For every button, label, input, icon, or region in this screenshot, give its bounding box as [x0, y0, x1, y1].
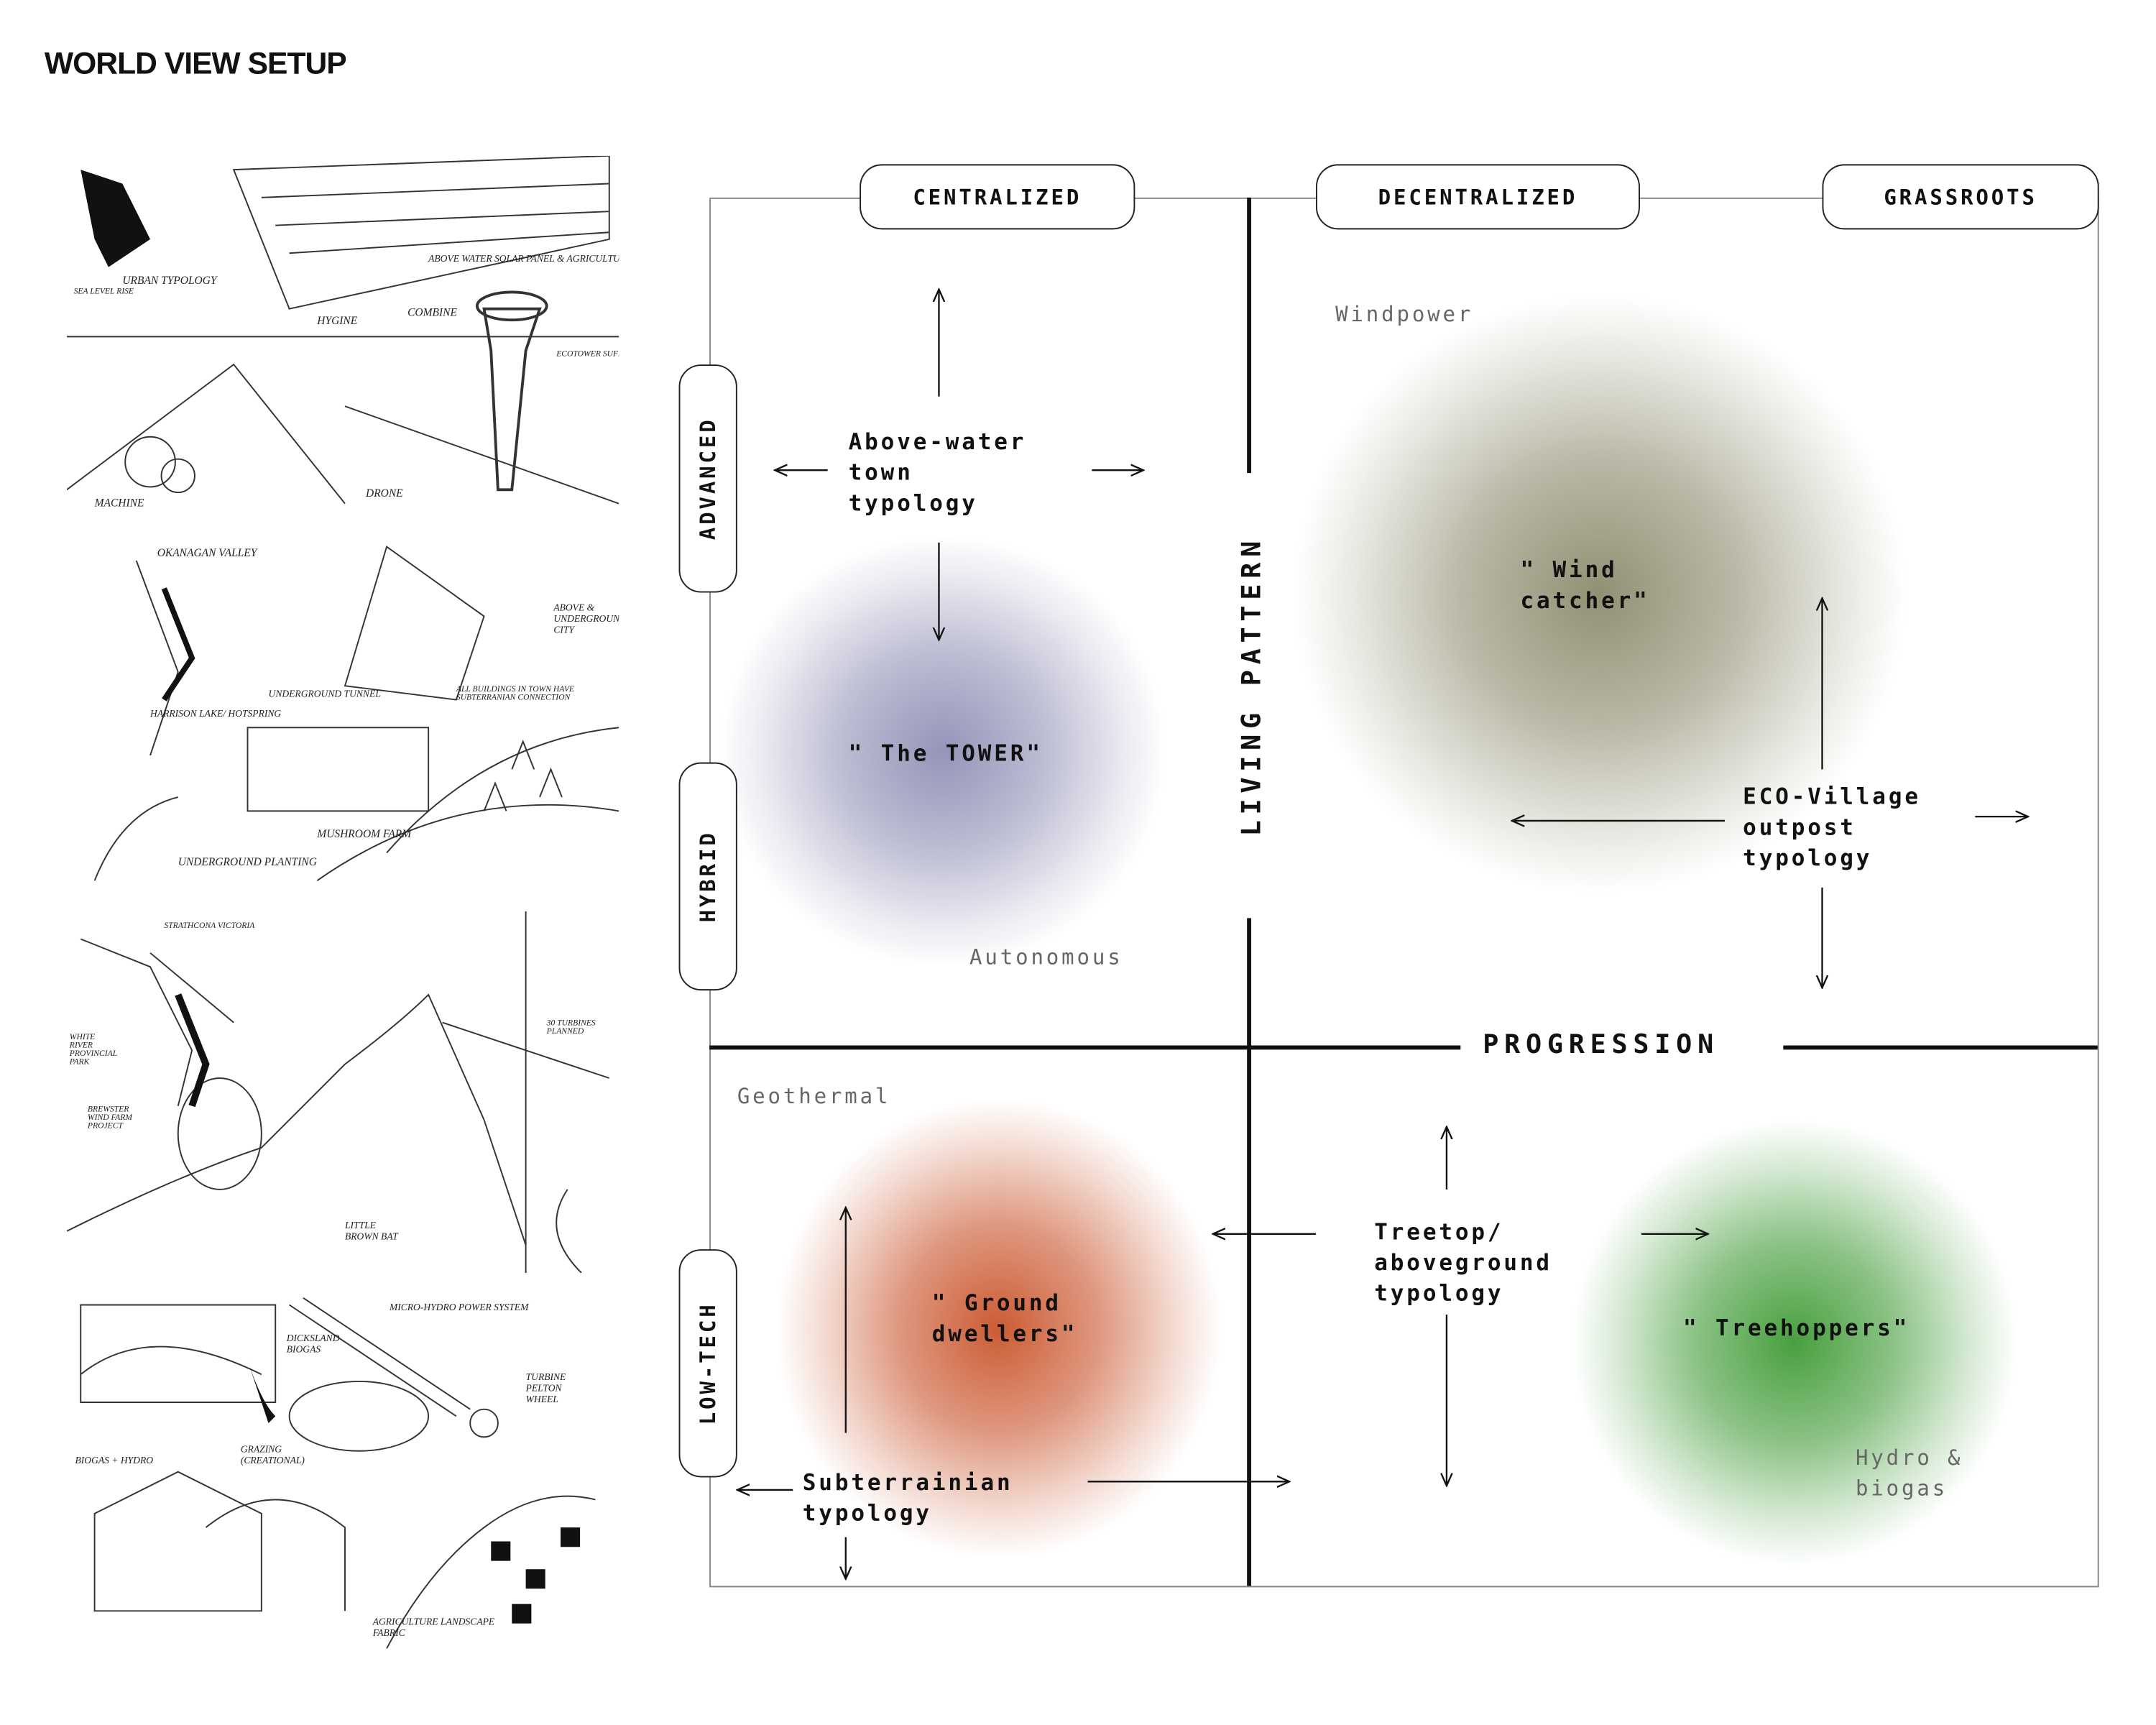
tree-name: " Treehoppers" — [1682, 1315, 1910, 1341]
sketch-label: UNDERGROUND PLANTING — [178, 855, 317, 868]
row-advanced: ADVANCED — [678, 364, 737, 593]
ground-name: " Ground dwellers" — [932, 1288, 1078, 1349]
sketch-label: MICRO-HYDRO POWER SYSTEM — [389, 1302, 529, 1314]
name-line: " Wind — [1520, 556, 1618, 583]
sketch-label: UNDERGROUND TUNNEL — [268, 689, 381, 700]
tree-gradient-blob — [1572, 1120, 2017, 1565]
tree-energy-source: Hydro & biogas — [1856, 1443, 1963, 1504]
hydro-biogas-drawing — [80, 1297, 596, 1649]
ground-typology: Subterrainian typology — [803, 1468, 1013, 1529]
column-decentralized: DECENTRALIZED — [1315, 164, 1640, 230]
typology-line: ECO-Village — [1743, 783, 1921, 810]
typology-line: typology — [802, 1499, 932, 1527]
tower-typology: Above-water town typology — [849, 427, 1027, 519]
sketch-label: BREWSTER WIND FARM PROJECT — [87, 1105, 132, 1131]
wind-name: " Wind catcher" — [1521, 555, 1650, 616]
source-line: biogas — [1855, 1476, 1948, 1501]
wind-energy-source: Windpower — [1335, 302, 1474, 327]
sketch-label: 30 TURBINES PLANNED — [546, 1019, 596, 1036]
wind-bat-drawing — [66, 911, 610, 1273]
typology-line: town — [848, 459, 913, 486]
typology-line: aboveground — [1374, 1249, 1552, 1276]
axis-lines — [709, 197, 2098, 1586]
underground-sketch: OKANAGAN VALLEY HARRISON LAKE/ HOTSPRING… — [66, 533, 619, 886]
sketch-label: SEA LEVEL RISE — [73, 288, 134, 297]
sketch-label: DRONE — [366, 487, 403, 500]
sketch-label: STRATHCONA VICTORIA — [164, 922, 255, 931]
sketch-label: BIOGAS + HYDRO — [75, 1455, 154, 1467]
sketch-label: WHITE RIVER PROVINCIAL PARK — [69, 1034, 118, 1067]
sketch-label: HYGINE — [317, 314, 358, 327]
sketch-label: AGRICULTURE LANDSCAPE FABRIC — [372, 1616, 495, 1639]
name-line: catcher" — [1520, 586, 1650, 614]
typology-line: typology — [1743, 844, 1873, 871]
name-line: dwellers" — [931, 1320, 1078, 1347]
name-line: " Ground — [931, 1289, 1061, 1316]
typology-line: Treetop/ — [1374, 1218, 1504, 1246]
typology-line: typology — [1374, 1279, 1504, 1307]
wind-sketch: STRATHCONA VICTORIA WHITE RIVER PROVINCI… — [66, 911, 619, 1273]
tree-typology: Treetop/ aboveground typology — [1374, 1218, 1552, 1310]
progression-axis-label: PROGRESSION — [1471, 1029, 1731, 1060]
ground-energy-source: Geothermal — [737, 1083, 891, 1109]
row-lowtech-label: LOW-TECH — [695, 1302, 721, 1425]
sketch-label: OKANAGAN VALLEY — [157, 546, 257, 560]
row-lowtech: LOW-TECH — [678, 1249, 737, 1478]
sketch-label: LITTLE BROWN BAT — [345, 1220, 398, 1243]
sketch-label: TURBINE PELTON WHEEL — [525, 1371, 566, 1405]
sketch-label: GRAZING (CREATIONAL) — [240, 1444, 305, 1467]
wind-typology: ECO-Village outpost typology — [1743, 782, 1921, 874]
underground-city-drawing — [93, 546, 619, 881]
living-pattern-axis-label: LIVING PATTERN — [1236, 524, 1268, 847]
typology-line: Subterrainian — [802, 1468, 1013, 1496]
sketch-label: MACHINE — [94, 496, 144, 510]
column-centralized: CENTRALIZED — [860, 164, 1135, 230]
sketch-label: ALL BUILDINGS IN TOWN HAVE SUBTERRANIAN … — [456, 686, 575, 703]
sketch-label: HARRISON LAKE/ HOTSPRING — [150, 708, 282, 719]
typology-line: Above-water — [848, 428, 1027, 455]
sketch-label: MUSHROOM FARM — [317, 827, 412, 841]
solar-ecotower-drawing — [66, 155, 619, 505]
sketch-label: ECOTOWER SUFFICIENT FUNCTIONS — [556, 350, 619, 359]
sketch-label: ABOVE WATER SOLAR PANEL & AGRICULTURE — [428, 253, 619, 264]
sketch-label: ABOVE & UNDERGROUND CITY — [553, 602, 619, 636]
column-grassroots: GRASSROOTS — [1822, 164, 2099, 230]
urban-typology-sketch: URBAN TYPOLOGY SEA LEVEL RISE ABOVE WATE… — [66, 155, 619, 512]
sketch-label: COMBINE — [407, 305, 457, 319]
tower-energy-source: Autonomous — [969, 944, 1123, 970]
wind-gradient-blob — [1294, 295, 1906, 893]
sketch-label: URBAN TYPOLOGY — [122, 274, 217, 287]
page-title: WORLD VIEW SETUP — [44, 45, 347, 81]
row-hybrid-label: HYBRID — [695, 830, 721, 923]
tower-name: " The TOWER" — [848, 740, 1043, 767]
typology-line: outpost — [1743, 814, 1856, 841]
hydro-sketch: MICRO-HYDRO POWER SYSTEM DICKSLAND BIOGA… — [66, 1291, 619, 1649]
row-advanced-label: ADVANCED — [695, 417, 721, 540]
sketch-label: DICKSLAND BIOGAS — [286, 1333, 340, 1356]
source-line: Hydro & — [1855, 1445, 1963, 1471]
typology-line: typology — [848, 489, 978, 517]
tower-gradient-blob — [720, 535, 1166, 967]
row-hybrid: HYBRID — [678, 762, 737, 991]
